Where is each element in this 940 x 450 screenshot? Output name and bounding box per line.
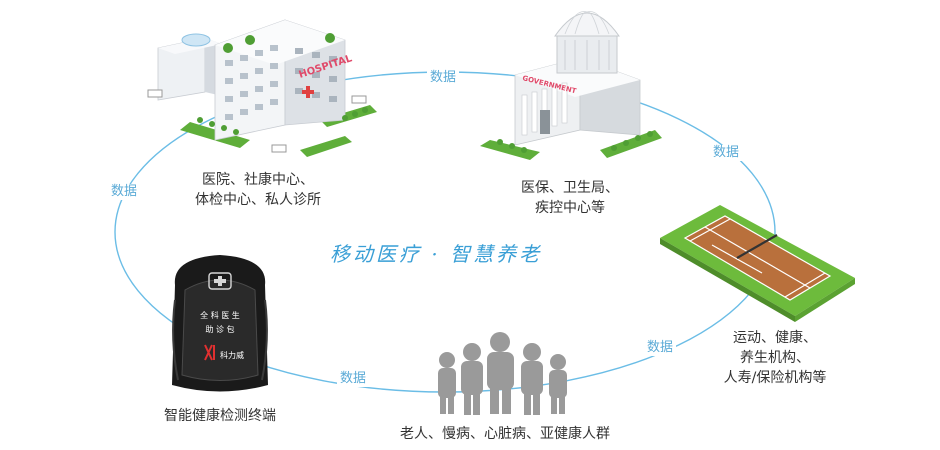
- terminal-label: 智能健康检测终端: [150, 406, 290, 426]
- hospital-illustration: [147, 19, 377, 157]
- hospital-label-line1: 医院、社康中心、: [202, 172, 314, 188]
- fitness-label: 运动、健康、 养生机构、 人寿/保险机构等: [700, 328, 850, 388]
- data-tag-hospital-terminal: 数据: [108, 184, 141, 200]
- data-tag-hospital-government: 数据: [427, 70, 460, 86]
- people-label-line1: 老人、慢病、心脏病、亚健康人群: [400, 426, 610, 442]
- bag-title-line2: 助 诊 包: [205, 324, 234, 334]
- bag-brand: 科力威: [220, 350, 244, 360]
- data-tag-terminal-people: 数据: [337, 371, 370, 387]
- hospital-label-line2: 体检中心、私人诊所: [195, 192, 321, 208]
- data-tag-government-fitness: 数据: [710, 145, 743, 161]
- hospital-label: 医院、社康中心、 体检中心、私人诊所: [178, 170, 338, 210]
- data-tag-fitness-people: 数据: [644, 340, 677, 356]
- fitness-label-line3: 人寿/保险机构等: [723, 370, 827, 386]
- sports-court-illustration: [660, 205, 855, 322]
- government-label-line1: 医保、卫生局、: [521, 180, 619, 196]
- government-illustration: [480, 11, 662, 160]
- people-group-illustration: [438, 332, 567, 415]
- terminal-label-line1: 智能健康检测终端: [164, 408, 276, 424]
- people-label: 老人、慢病、心脏病、亚健康人群: [385, 424, 625, 444]
- bag-title-line1: 全 科 医 生: [200, 310, 240, 320]
- fitness-label-line1: 运动、健康、: [733, 330, 817, 346]
- government-label: 医保、卫生局、 疾控中心等: [510, 178, 630, 218]
- government-label-line2: 疾控中心等: [535, 200, 605, 216]
- medical-backpack-illustration: [172, 255, 268, 392]
- fitness-label-line2: 养生机构、: [740, 350, 810, 366]
- center-slogan: 移动医疗 · 智慧养老: [330, 242, 543, 266]
